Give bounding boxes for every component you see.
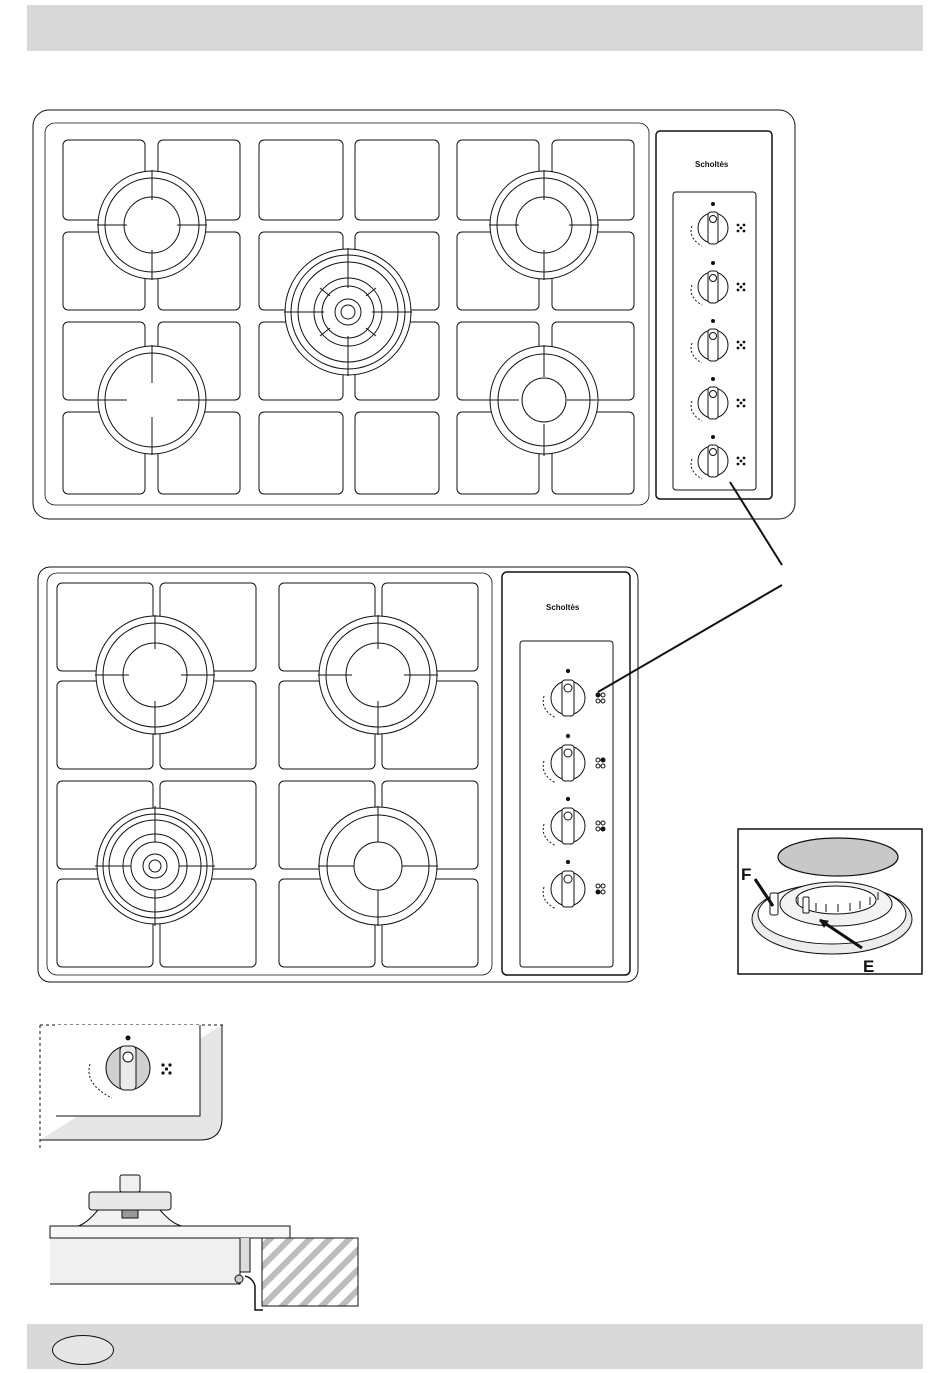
gas-burner-icon — [489, 345, 598, 456]
burner-detail-figure — [738, 829, 922, 974]
gas-burner-icon — [318, 806, 438, 926]
hob-large — [33, 110, 795, 519]
control-panel-large — [656, 131, 772, 499]
leader-lines — [598, 482, 782, 692]
wok-burner-icon — [95, 806, 215, 926]
control-knob-icon[interactable] — [543, 860, 605, 909]
control-knob-icon[interactable] — [691, 203, 745, 247]
burner-position-icon — [737, 341, 746, 350]
control-knob-icon[interactable] — [543, 734, 605, 783]
hob-small — [38, 567, 638, 982]
callout-label-e: E — [863, 957, 874, 976]
brand-logo-large: Scholtès — [695, 160, 729, 169]
control-knob-icon[interactable] — [543, 797, 605, 846]
burner-position-icon — [596, 884, 605, 894]
burner-position-icon — [596, 693, 605, 703]
gas-burner-icon — [489, 170, 599, 280]
knob-column-large — [691, 203, 745, 480]
gas-burner-icon — [97, 345, 207, 455]
knob-detail-figure — [40, 1025, 223, 1150]
burner-position-icon — [737, 457, 746, 466]
installation-cross-section — [50, 1175, 358, 1310]
burner-position-icon — [737, 399, 746, 408]
burner-position-icon — [596, 821, 605, 831]
control-knob-icon[interactable] — [691, 378, 745, 422]
burner-position-icon — [596, 758, 605, 768]
callout-label-f: F — [741, 865, 751, 884]
wok-burner-icon — [284, 248, 412, 376]
control-knob-icon[interactable] — [691, 436, 745, 480]
knob-column-small — [543, 669, 605, 909]
burner-position-icon — [737, 224, 746, 233]
gas-burner-icon — [318, 615, 438, 735]
control-knob-icon[interactable] — [543, 669, 605, 718]
brand-logo-small: Scholtès — [546, 603, 580, 612]
control-knob-icon[interactable] — [691, 320, 745, 364]
gas-burner-icon — [95, 615, 215, 735]
igniter-e — [803, 897, 809, 913]
control-knob-icon[interactable] — [691, 262, 745, 306]
gas-burner-icon — [97, 170, 207, 280]
burner-position-icon — [737, 283, 746, 292]
